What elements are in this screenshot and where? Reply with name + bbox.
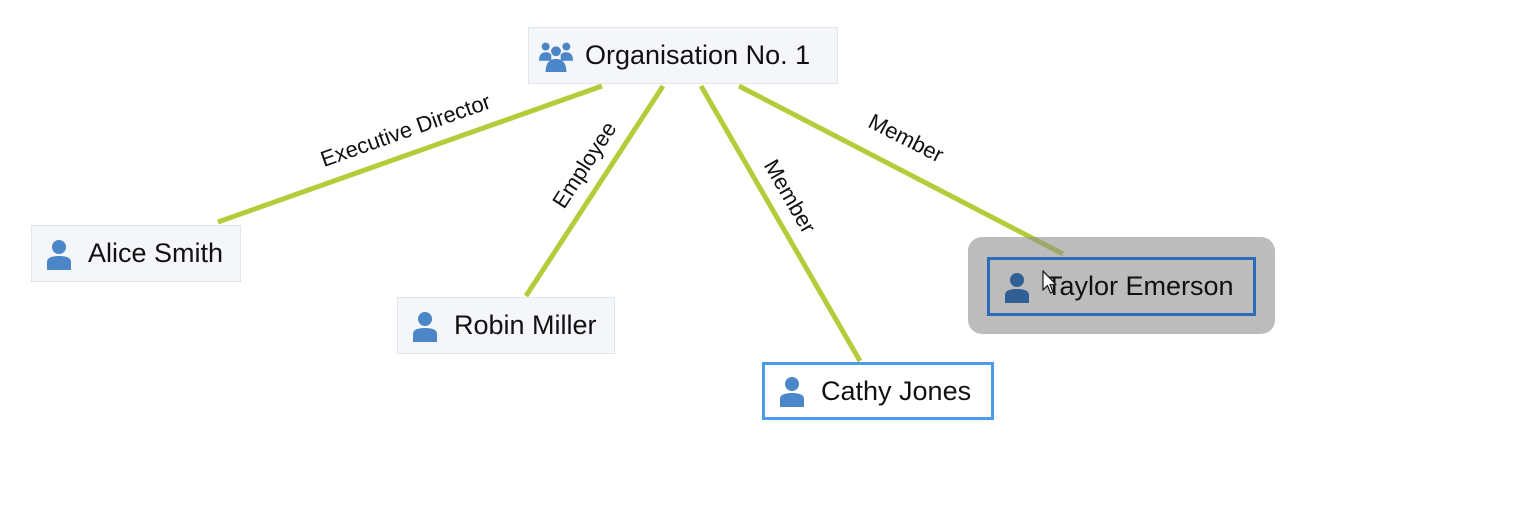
node-label: Cathy Jones [821, 375, 972, 406]
edge-org-taylor[interactable] [737, 83, 1065, 257]
node-label: Organisation No. 1 [585, 40, 811, 70]
node-label: Alice Smith [88, 238, 224, 268]
edge-org-cathy[interactable] [698, 84, 863, 363]
edge-label-member-cathy: Member [759, 155, 821, 237]
group-icon [539, 39, 573, 73]
edge-org-robin[interactable] [523, 84, 666, 298]
mouse-cursor-icon [1042, 270, 1057, 294]
person-icon [1000, 270, 1034, 304]
node-organisation[interactable]: Organisation No. 1 [528, 27, 838, 84]
node-label: Taylor Emerson [1046, 271, 1234, 301]
node-label: Robin Miller [454, 310, 597, 340]
person-icon [42, 237, 76, 271]
edge-label-executive-director: Executive Director [317, 89, 494, 172]
node-taylor-emerson[interactable]: Taylor Emerson [987, 257, 1256, 316]
person-icon [775, 374, 809, 408]
node-alice-smith[interactable]: Alice Smith [31, 225, 241, 282]
node-robin-miller[interactable]: Robin Miller [397, 297, 615, 354]
node-cathy-jones[interactable]: Cathy Jones [762, 362, 994, 420]
person-icon [408, 309, 442, 343]
edge-org-alice[interactable] [217, 83, 603, 225]
